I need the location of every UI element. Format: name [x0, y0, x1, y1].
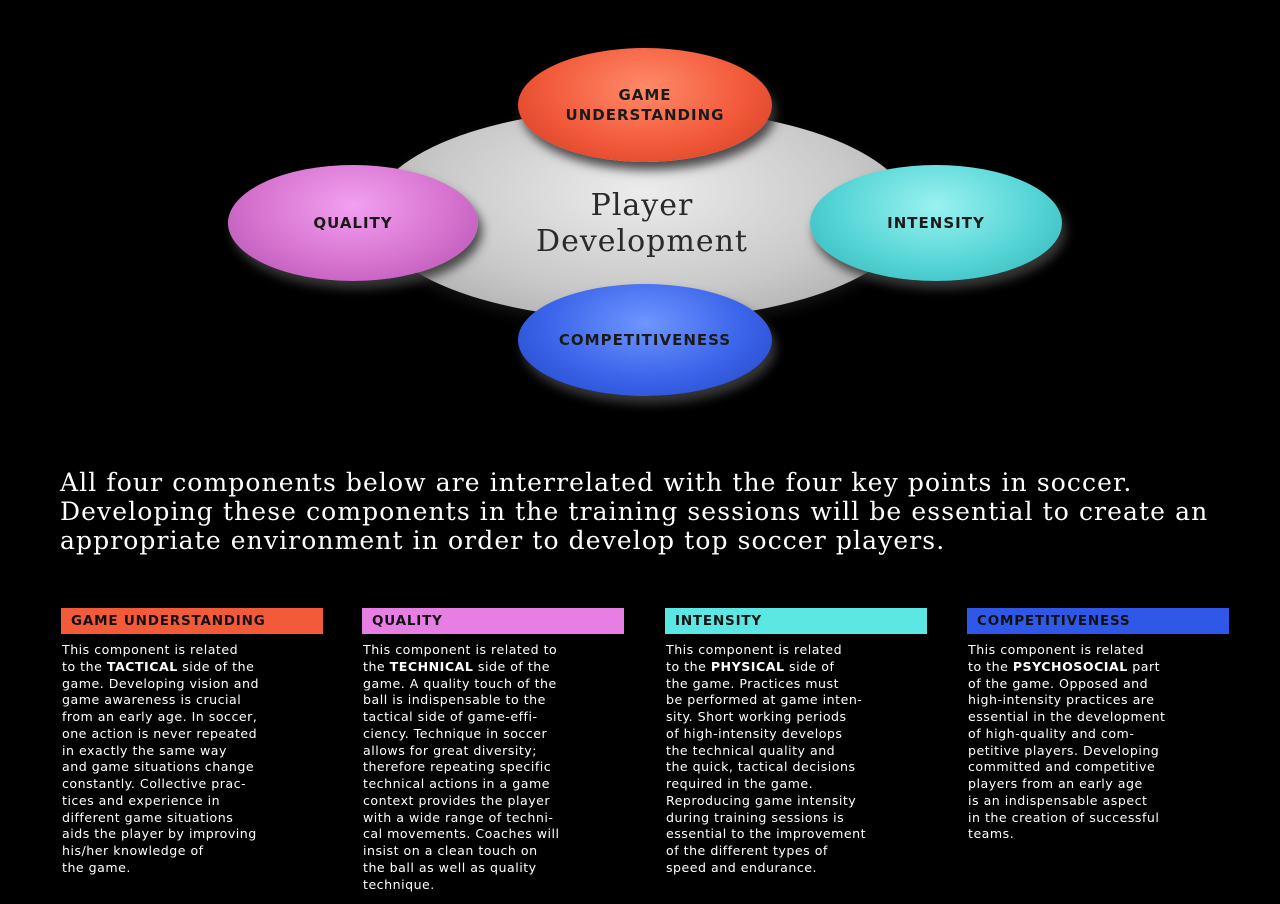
competitiveness-petal-label: COMPETITIVENESS: [558, 331, 732, 349]
player-development-diagram: Player Development GAME UNDERSTANDING QU…: [0, 0, 1280, 420]
column-text: This component is related to the PHYSICA…: [665, 642, 927, 877]
intensity-petal: INTENSITY: [810, 165, 1062, 281]
text-post: part of the game. Opposed and high-inten…: [968, 658, 1166, 842]
column-intensity: INTENSITY This component is related to t…: [665, 608, 927, 877]
text-post: side of the game. A quality touch of the…: [363, 658, 560, 892]
column-quality: QUALITY This component is related to the…: [362, 608, 624, 893]
column-text: This component is related to the TECHNIC…: [362, 642, 624, 893]
column-competitiveness: COMPETITIVENESS This component is relate…: [967, 608, 1229, 843]
text-keyword: PSYCHOSOCIAL: [1012, 658, 1128, 674]
column-header: QUALITY: [362, 608, 624, 634]
column-header: GAME UNDERSTANDING: [61, 608, 323, 634]
center-title: Player Development: [372, 188, 912, 260]
competitiveness-petal: COMPETITIVENESS: [518, 284, 772, 396]
column-text: This component is related to the TACTICA…: [61, 642, 323, 877]
intro-paragraph: All four components below are interrelat…: [60, 468, 1209, 555]
text-post: side of the game. Developing vision and …: [62, 658, 259, 875]
column-game-understanding: GAME UNDERSTANDING This component is rel…: [61, 608, 323, 877]
quality-petal: QUALITY: [228, 165, 478, 281]
intensity-petal-label: INTENSITY: [887, 214, 985, 232]
game-petal-line1: GAME: [618, 86, 672, 104]
text-pre: This component is related to the: [363, 642, 558, 674]
text-pre: This component is related to the: [968, 642, 1145, 674]
text-keyword: TACTICAL: [106, 658, 178, 674]
text-keyword: TECHNICAL: [389, 658, 474, 674]
column-text: This component is related to the PSYCHOS…: [967, 642, 1229, 843]
column-header: COMPETITIVENESS: [967, 608, 1229, 634]
quality-petal-label: QUALITY: [313, 214, 393, 232]
text-pre: This component is related to the: [666, 642, 843, 674]
text-keyword: PHYSICAL: [710, 658, 785, 674]
center-title-line2: Development: [536, 224, 748, 259]
text-pre: This component is related to the: [62, 642, 239, 674]
game-petal-line2: UNDERSTANDING: [565, 106, 725, 124]
text-post: side of the game. Practices must be perf…: [666, 658, 867, 875]
game-understanding-petal: GAME UNDERSTANDING: [518, 48, 772, 162]
center-title-line1: Player: [590, 188, 694, 223]
column-header: INTENSITY: [665, 608, 927, 634]
